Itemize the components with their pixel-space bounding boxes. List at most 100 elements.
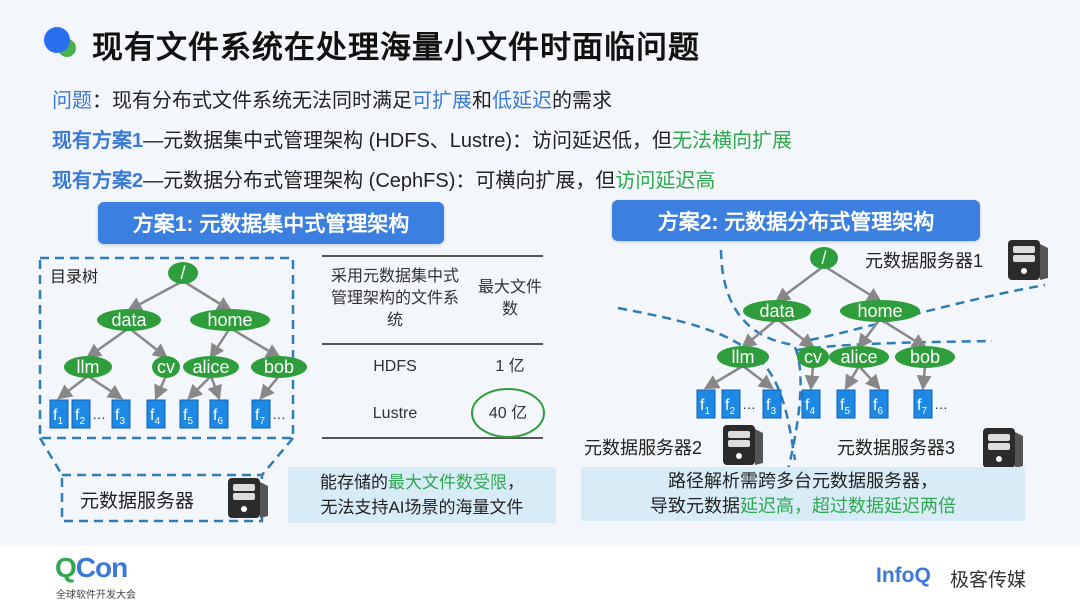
file-node: f5 bbox=[179, 399, 199, 429]
scheme2-highlight: 访问延迟高 bbox=[615, 170, 716, 192]
server-icon bbox=[228, 478, 268, 518]
tree-edge bbox=[259, 375, 280, 400]
tree-node-home: home bbox=[840, 300, 920, 322]
qcon-logo-text: Con bbox=[75, 552, 128, 583]
tree-edge bbox=[741, 318, 778, 349]
tree-node-llm: llm bbox=[64, 356, 112, 378]
svg-text:/: / bbox=[180, 263, 185, 283]
table-cell: HDFS bbox=[373, 358, 417, 375]
svg-text:f1: f1 bbox=[53, 407, 63, 427]
svg-text:f3: f3 bbox=[115, 407, 125, 427]
tree-edge bbox=[57, 375, 89, 400]
problem-text: ：现有分布式文件系统无法同时满足 bbox=[92, 90, 412, 112]
tree-edge bbox=[823, 264, 883, 303]
tree-label: 目录树 bbox=[50, 269, 99, 286]
ellipsis: … bbox=[92, 406, 106, 422]
tree-edge bbox=[774, 264, 825, 303]
svg-text:data: data bbox=[759, 301, 795, 321]
svg-text:f4: f4 bbox=[805, 397, 815, 417]
callout-text: ， bbox=[507, 473, 524, 492]
tree-edge bbox=[703, 364, 744, 390]
svg-text:home: home bbox=[207, 310, 252, 330]
problem-text-end: 的需求 bbox=[552, 90, 612, 112]
infoq-logo: InfoQ bbox=[876, 564, 931, 587]
tree-node-alice: alice bbox=[183, 356, 239, 378]
table-cell: Lustre bbox=[372, 405, 418, 422]
svg-text:bob: bob bbox=[910, 347, 940, 367]
ellipsis: … bbox=[272, 406, 286, 422]
file-node: f7 bbox=[251, 399, 271, 429]
tree-edge bbox=[742, 365, 774, 390]
tree-node-llm: llm bbox=[717, 346, 769, 368]
tree-edge bbox=[87, 374, 124, 400]
page-title: 现有文件系统在处理海量小文件时面临问题 bbox=[92, 30, 700, 65]
scheme2-label: 现有方案2 bbox=[52, 170, 144, 192]
svg-text:f3: f3 bbox=[766, 397, 776, 417]
tree-edge bbox=[207, 375, 222, 401]
server2-label: 元数据服务器2 bbox=[584, 438, 703, 458]
svg-text:f5: f5 bbox=[840, 397, 850, 417]
tree-edge bbox=[879, 317, 928, 349]
tree-edge bbox=[128, 327, 168, 359]
tree-edge bbox=[187, 375, 212, 400]
scheme1-line: 现有方案1—元数据集中式管理架构 (HDFS、Lustre)：访问延迟低，但无法… bbox=[52, 124, 792, 153]
file-node: f3 bbox=[111, 399, 131, 429]
tree-edge bbox=[916, 365, 932, 391]
server1-icon bbox=[1008, 240, 1048, 280]
directory-tree-box bbox=[38, 256, 295, 440]
scheme2-line: 现有方案2—元数据分布式管理架构 (CephFS)：可横向扩展，但访问延迟高 bbox=[52, 164, 715, 193]
svg-text:f5: f5 bbox=[183, 407, 193, 427]
svg-text:f1: f1 bbox=[700, 397, 710, 417]
file-node: f5 bbox=[836, 389, 856, 419]
callout-highlight: 最大文件数受限 bbox=[388, 473, 507, 492]
table-header-max: 最大文件数 bbox=[478, 279, 543, 318]
server3-icon bbox=[983, 428, 1023, 468]
svg-text:f2: f2 bbox=[75, 407, 85, 427]
svg-text:home: home bbox=[857, 301, 902, 321]
svg-text:llm: llm bbox=[77, 357, 100, 377]
tree-node-bob: bob bbox=[895, 346, 955, 368]
tree-node-data: data bbox=[743, 300, 811, 322]
svg-text:f2: f2 bbox=[725, 397, 735, 417]
svg-text:f4: f4 bbox=[150, 407, 160, 427]
tree-node-root: / bbox=[168, 262, 198, 284]
svg-text:f6: f6 bbox=[213, 407, 223, 427]
table-cell: 40 亿 bbox=[488, 405, 528, 422]
file-node: f6 bbox=[869, 389, 889, 419]
svg-text:cv: cv bbox=[804, 347, 822, 367]
callout-text: 无法支持AI场景的海量文件 bbox=[320, 498, 524, 517]
tree-edge bbox=[154, 375, 169, 401]
footer: QCon 全球软件开发大会 InfoQ 极客传媒 bbox=[0, 546, 1080, 608]
file-node: f1 bbox=[696, 389, 716, 419]
svg-text:data: data bbox=[111, 310, 147, 330]
ellipsis: … bbox=[934, 396, 948, 412]
file-node: f4 bbox=[801, 389, 821, 419]
callout-highlight: 延迟高，超过数据延迟两倍 bbox=[740, 496, 956, 516]
tree-edge bbox=[182, 279, 233, 312]
svg-text:cv: cv bbox=[157, 357, 175, 377]
problem-text-and: 和 bbox=[472, 90, 492, 112]
svg-text:/: / bbox=[821, 248, 826, 268]
scheme1-text: —元数据集中式管理架构 (HDFS、Lustre)：访问延迟低，但 bbox=[143, 130, 673, 152]
tree-edge bbox=[209, 327, 232, 360]
scheme1-highlight: 无法横向扩展 bbox=[672, 130, 793, 152]
tree-node-data: data bbox=[97, 309, 161, 331]
tree-edge bbox=[857, 318, 881, 349]
tree-node-root: / bbox=[810, 247, 838, 269]
tree-node-cv: cv bbox=[797, 346, 829, 368]
server-label: 元数据服务器 bbox=[80, 491, 195, 512]
file-node: f6 bbox=[209, 399, 229, 429]
qcon-logo: QCon bbox=[55, 552, 128, 583]
tree-node-cv: cv bbox=[152, 356, 180, 378]
tree-node-alice: alice bbox=[829, 346, 889, 368]
qcon-subtitle: 全球软件开发大会 bbox=[56, 590, 136, 601]
file-node: f2 bbox=[721, 389, 741, 419]
server3-label: 元数据服务器3 bbox=[837, 438, 956, 458]
tree-edge bbox=[776, 318, 815, 349]
problem-highlight-scalable: 可扩展 bbox=[412, 90, 472, 112]
tree-edge bbox=[804, 365, 820, 391]
table-cell: 1 亿 bbox=[495, 358, 525, 375]
problem-highlight-latency: 低延迟 bbox=[492, 90, 552, 112]
svg-text:llm: llm bbox=[732, 347, 755, 367]
tree-edge bbox=[126, 279, 184, 312]
